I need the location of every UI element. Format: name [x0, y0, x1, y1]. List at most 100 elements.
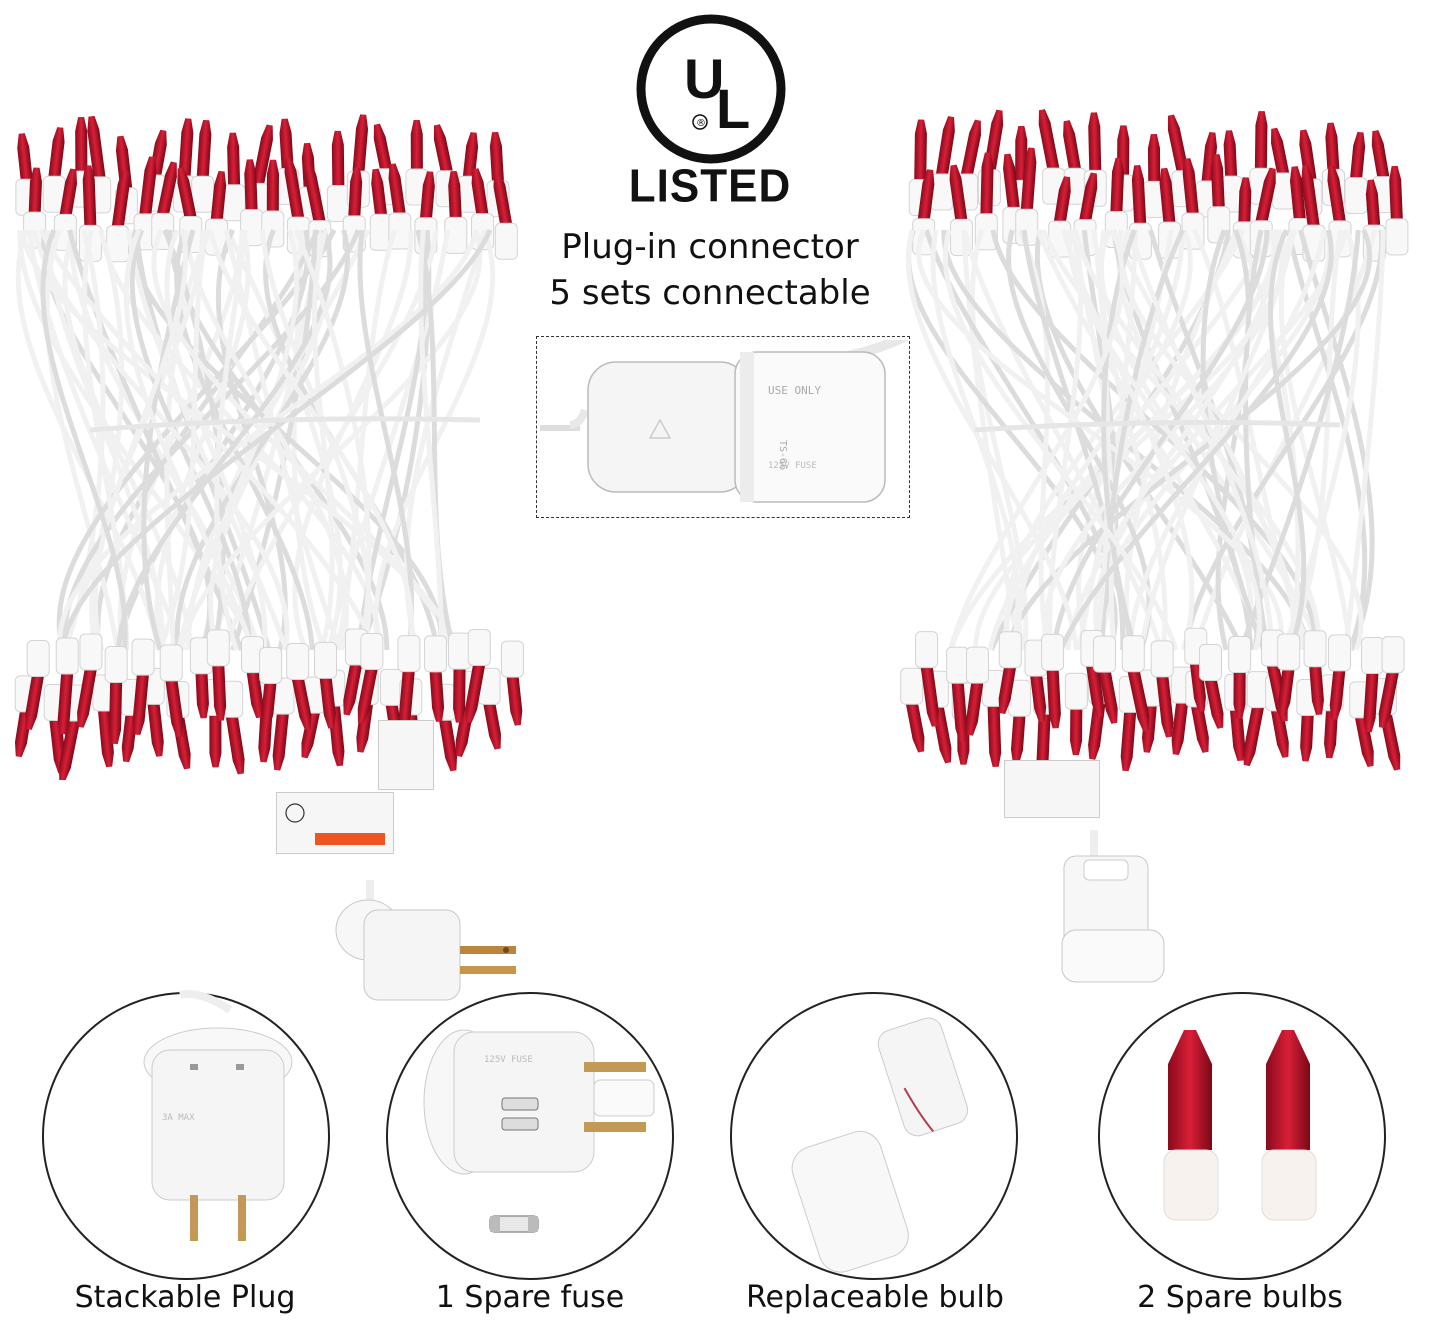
svg-text:3A MAX: 3A MAX [162, 1113, 195, 1123]
red-bulb [1254, 111, 1268, 171]
wire-strand [1120, 228, 1364, 651]
red-bulb [139, 156, 157, 217]
wire-strand [1051, 229, 1270, 651]
wire-strand [1108, 229, 1138, 651]
red-bulb [1204, 677, 1224, 729]
bulb-base [1381, 636, 1405, 674]
red-bulb [1098, 668, 1118, 724]
spare-bulb-2-icon [1261, 1030, 1317, 1221]
wire-strand [154, 229, 251, 651]
bulb-base [261, 210, 285, 248]
wire-strand [326, 229, 451, 651]
red-bulb [82, 165, 97, 228]
bulb-base [104, 645, 128, 683]
red-bulb [227, 132, 241, 187]
bulb-base [191, 175, 215, 213]
red-bulb [1079, 172, 1098, 223]
red-bulb [304, 161, 326, 224]
red-bulb [266, 159, 279, 214]
wire-strand [57, 229, 479, 651]
red-bulb [1147, 134, 1161, 184]
bulb-base [1344, 177, 1368, 215]
wire-strand [38, 228, 378, 651]
wire-strand [207, 229, 415, 651]
red-bulb [1003, 153, 1020, 211]
wire-strand [969, 229, 1029, 651]
red-bulb [352, 114, 369, 174]
red-bulb [1053, 176, 1071, 225]
red-bulb [291, 676, 312, 731]
red-bulb [1365, 179, 1381, 228]
wire-strand [1058, 229, 1334, 651]
red-bulb [998, 664, 1017, 714]
wire-strand [357, 229, 415, 651]
wire-strand [214, 229, 248, 651]
wire-strand [40, 229, 128, 651]
connector-highlight-box [536, 336, 910, 518]
red-bulb [348, 167, 363, 219]
red-bulb [1389, 165, 1403, 222]
red-bulb [980, 152, 994, 216]
wire-strand [1072, 229, 1296, 651]
bulb-base [1303, 630, 1327, 668]
bulb-base [397, 635, 421, 673]
bulb-base-icon [791, 1130, 909, 1273]
listed-label: LISTED [628, 160, 792, 213]
red-bulb [448, 171, 462, 220]
red-bulb [914, 119, 927, 182]
wire-strand [1138, 229, 1297, 651]
red-bulb [465, 662, 486, 723]
bulb-base [965, 646, 989, 684]
wire-strand [92, 229, 188, 651]
svg-text:USE ONLY: USE ONLY [768, 384, 821, 397]
red-bulb [462, 132, 479, 179]
red-bulb [1371, 130, 1390, 180]
left-light-bundle [0, 20, 540, 780]
red-bulb [1010, 713, 1026, 764]
red-bulb [195, 671, 209, 719]
right-light-bundle [880, 40, 1445, 800]
wire-strand [15, 229, 161, 651]
red-bulb [1110, 157, 1125, 214]
red-bulb [410, 119, 423, 172]
bulb-base [1328, 634, 1352, 672]
wire-strand [1237, 229, 1361, 651]
red-bulb [471, 168, 489, 217]
wire-strand [62, 229, 106, 651]
wire-strand [1128, 229, 1275, 651]
right-bundle-graphic [900, 109, 1409, 775]
red-bulb [28, 167, 42, 215]
wire-strand [1182, 229, 1385, 651]
bulb-base [448, 632, 472, 670]
red-bulb [284, 157, 305, 221]
feature-spare-fuse: 125V FUSE [384, 990, 676, 1282]
spare-bulb-1-icon [1163, 1030, 1219, 1221]
red-bulb [343, 661, 363, 716]
wire-strand [164, 228, 214, 651]
bulb-base [259, 646, 283, 684]
feature-stackable-plug: 3A MAX [40, 990, 332, 1282]
red-bulb [960, 119, 981, 178]
svg-text:TS-66: TS-66 [777, 440, 788, 470]
red-bulb [59, 168, 77, 218]
bulb-base [998, 631, 1022, 669]
stackable-plug-icon: 3A MAX [143, 990, 293, 1241]
feature-spare-bulbs [1096, 990, 1388, 1282]
red-bulb [935, 116, 955, 177]
red-bulb [244, 159, 258, 212]
red-bulb [246, 669, 264, 719]
red-bulb [905, 701, 925, 753]
red-bulb [917, 169, 935, 222]
red-bulb [1243, 704, 1265, 767]
wire-strand [225, 228, 343, 651]
red-bulb [920, 664, 939, 727]
red-bulb [111, 170, 130, 229]
wire-strand [141, 229, 196, 651]
bulb-base [423, 635, 447, 673]
red-bulb [1363, 671, 1379, 733]
bulb-base [314, 641, 338, 679]
wire-strand [373, 229, 496, 651]
red-bulb [1171, 700, 1189, 755]
wire-strand [131, 229, 444, 651]
bulb-base [1150, 640, 1174, 678]
